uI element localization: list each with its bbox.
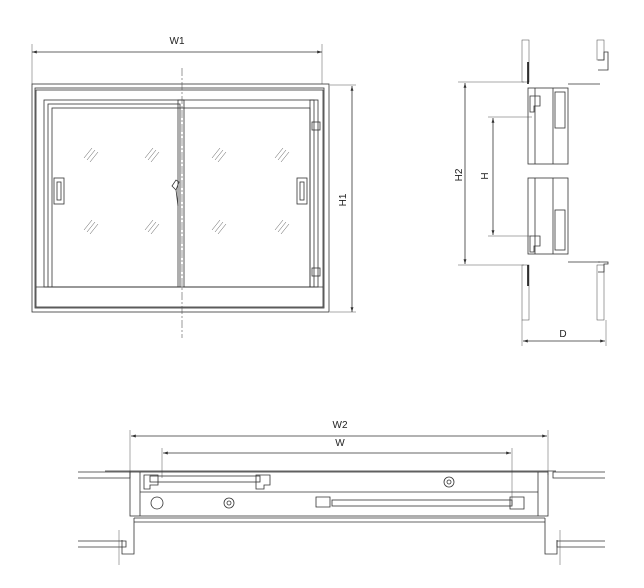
lower-sash-plan — [331, 499, 513, 507]
left-sash — [47, 103, 181, 288]
w2-label: W2 — [333, 420, 348, 431]
h1-label: H1 — [338, 193, 349, 206]
d-label: D — [559, 329, 566, 340]
upper-sash-plan — [149, 475, 261, 483]
plan-view: W2 W — [78, 420, 605, 565]
h-label: H — [480, 172, 491, 179]
w-label: W — [335, 438, 345, 449]
frame-body — [129, 471, 549, 517]
lower-frame-section — [527, 177, 569, 255]
left-pull-handle — [53, 177, 65, 205]
h2-label: H2 — [454, 168, 465, 181]
w1-label: W1 — [170, 36, 185, 47]
sash-frame — [43, 99, 319, 288]
front-view: W1 H1 — [31, 36, 356, 338]
outer-frame — [31, 83, 330, 313]
side-section: H2 H D — [454, 39, 609, 346]
crescent-lock — [171, 179, 180, 207]
glass-marks — [83, 147, 290, 235]
right-sash — [183, 107, 311, 288]
right-pull-handle — [296, 177, 308, 205]
upper-frame-section — [527, 87, 569, 165]
